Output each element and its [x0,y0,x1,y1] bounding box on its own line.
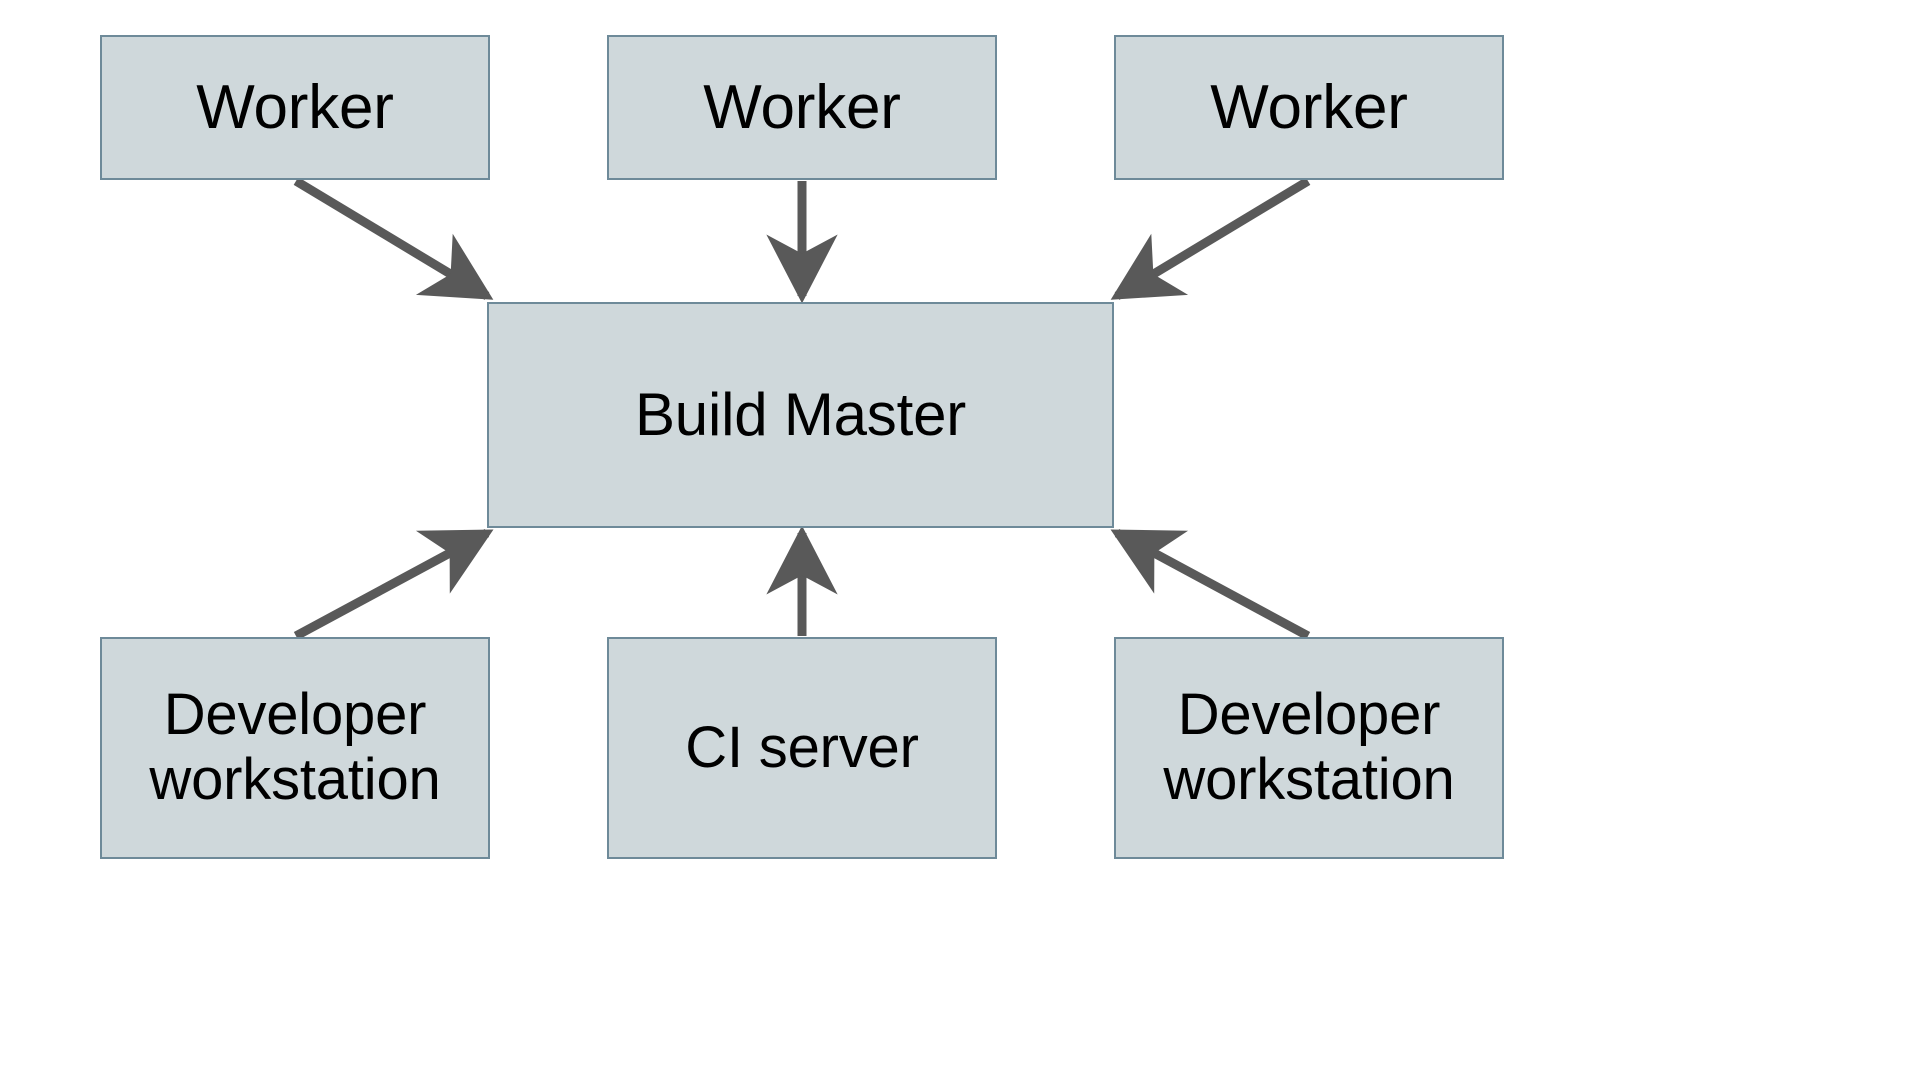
node-worker-center-label: Worker [703,72,901,142]
edge-dev-right-to-master [1110,529,1311,640]
node-worker-center[interactable]: Worker [607,35,997,180]
edge-worker-left-to-master [293,177,494,300]
node-ci-server-label: CI server [685,714,919,780]
edge-worker-right-to-master [1110,177,1311,300]
node-worker-left[interactable]: Worker [100,35,490,180]
node-build-master-label: Build Master [634,381,967,449]
node-worker-left-label: Worker [196,72,394,142]
node-developer-workstation-left-label: Developer workstation [149,682,441,812]
node-developer-workstation-right[interactable]: Developer workstation [1114,637,1504,859]
edge-dev-left-to-master [293,529,494,640]
node-ci-server[interactable]: CI server [607,637,997,859]
node-developer-workstation-right-label: Developer workstation [1163,682,1455,812]
node-build-master[interactable]: Build Master [487,302,1114,528]
node-worker-right-label: Worker [1210,72,1408,142]
node-developer-workstation-left[interactable]: Developer workstation [100,637,490,859]
node-worker-right[interactable]: Worker [1114,35,1504,180]
